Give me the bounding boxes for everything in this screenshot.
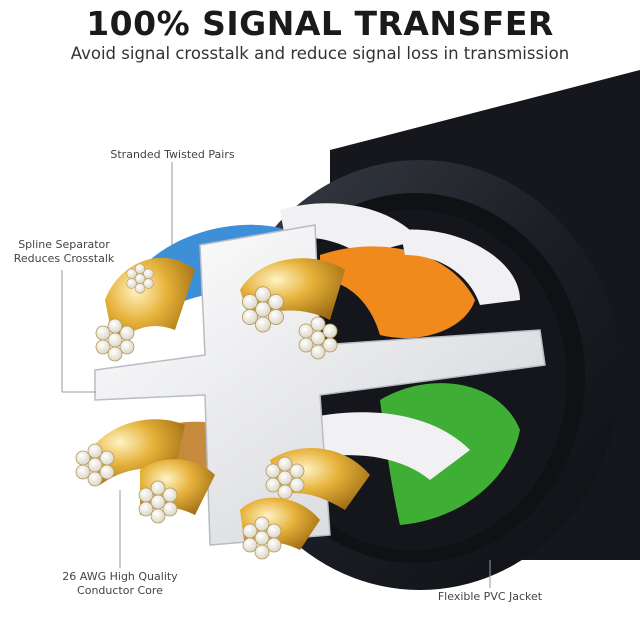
callout-26-awg-conductor: 26 AWG High Quality Conductor Core <box>45 570 195 598</box>
callout-flexible-pvc-jacket-text: Flexible PVC Jacket <box>437 590 543 603</box>
callout-awg-line2: Conductor Core <box>77 584 163 597</box>
callout-stranded-twisted-pairs-text: Stranded Twisted Pairs <box>110 148 235 161</box>
page-subtitle: Avoid signal crosstalk and reduce signal… <box>70 44 570 63</box>
twisted-pair-green <box>300 383 520 525</box>
copper-conductor-top-right <box>240 258 345 360</box>
callout-spline-line1: Spline Separator <box>18 238 110 251</box>
callout-leader-lines <box>61 162 491 588</box>
copper-conductor-top-left <box>95 257 195 362</box>
callout-stranded-twisted-pairs: Stranded Twisted Pairs <box>100 148 245 162</box>
copper-conductor-bottom-right <box>240 448 370 560</box>
copper-conductor-bottom-left <box>75 419 215 524</box>
callout-spline-separator: Spline Separator Reduces Crosstalk <box>4 238 124 266</box>
callout-awg-line1: 26 AWG High Quality <box>62 570 178 583</box>
callout-spline-line2: Reduces Crosstalk <box>13 252 115 265</box>
page-title: 100% SIGNAL TRANSFER <box>86 4 554 43</box>
callout-flexible-pvc-jacket: Flexible PVC Jacket <box>415 590 565 604</box>
twisted-pair-orange <box>320 229 520 339</box>
